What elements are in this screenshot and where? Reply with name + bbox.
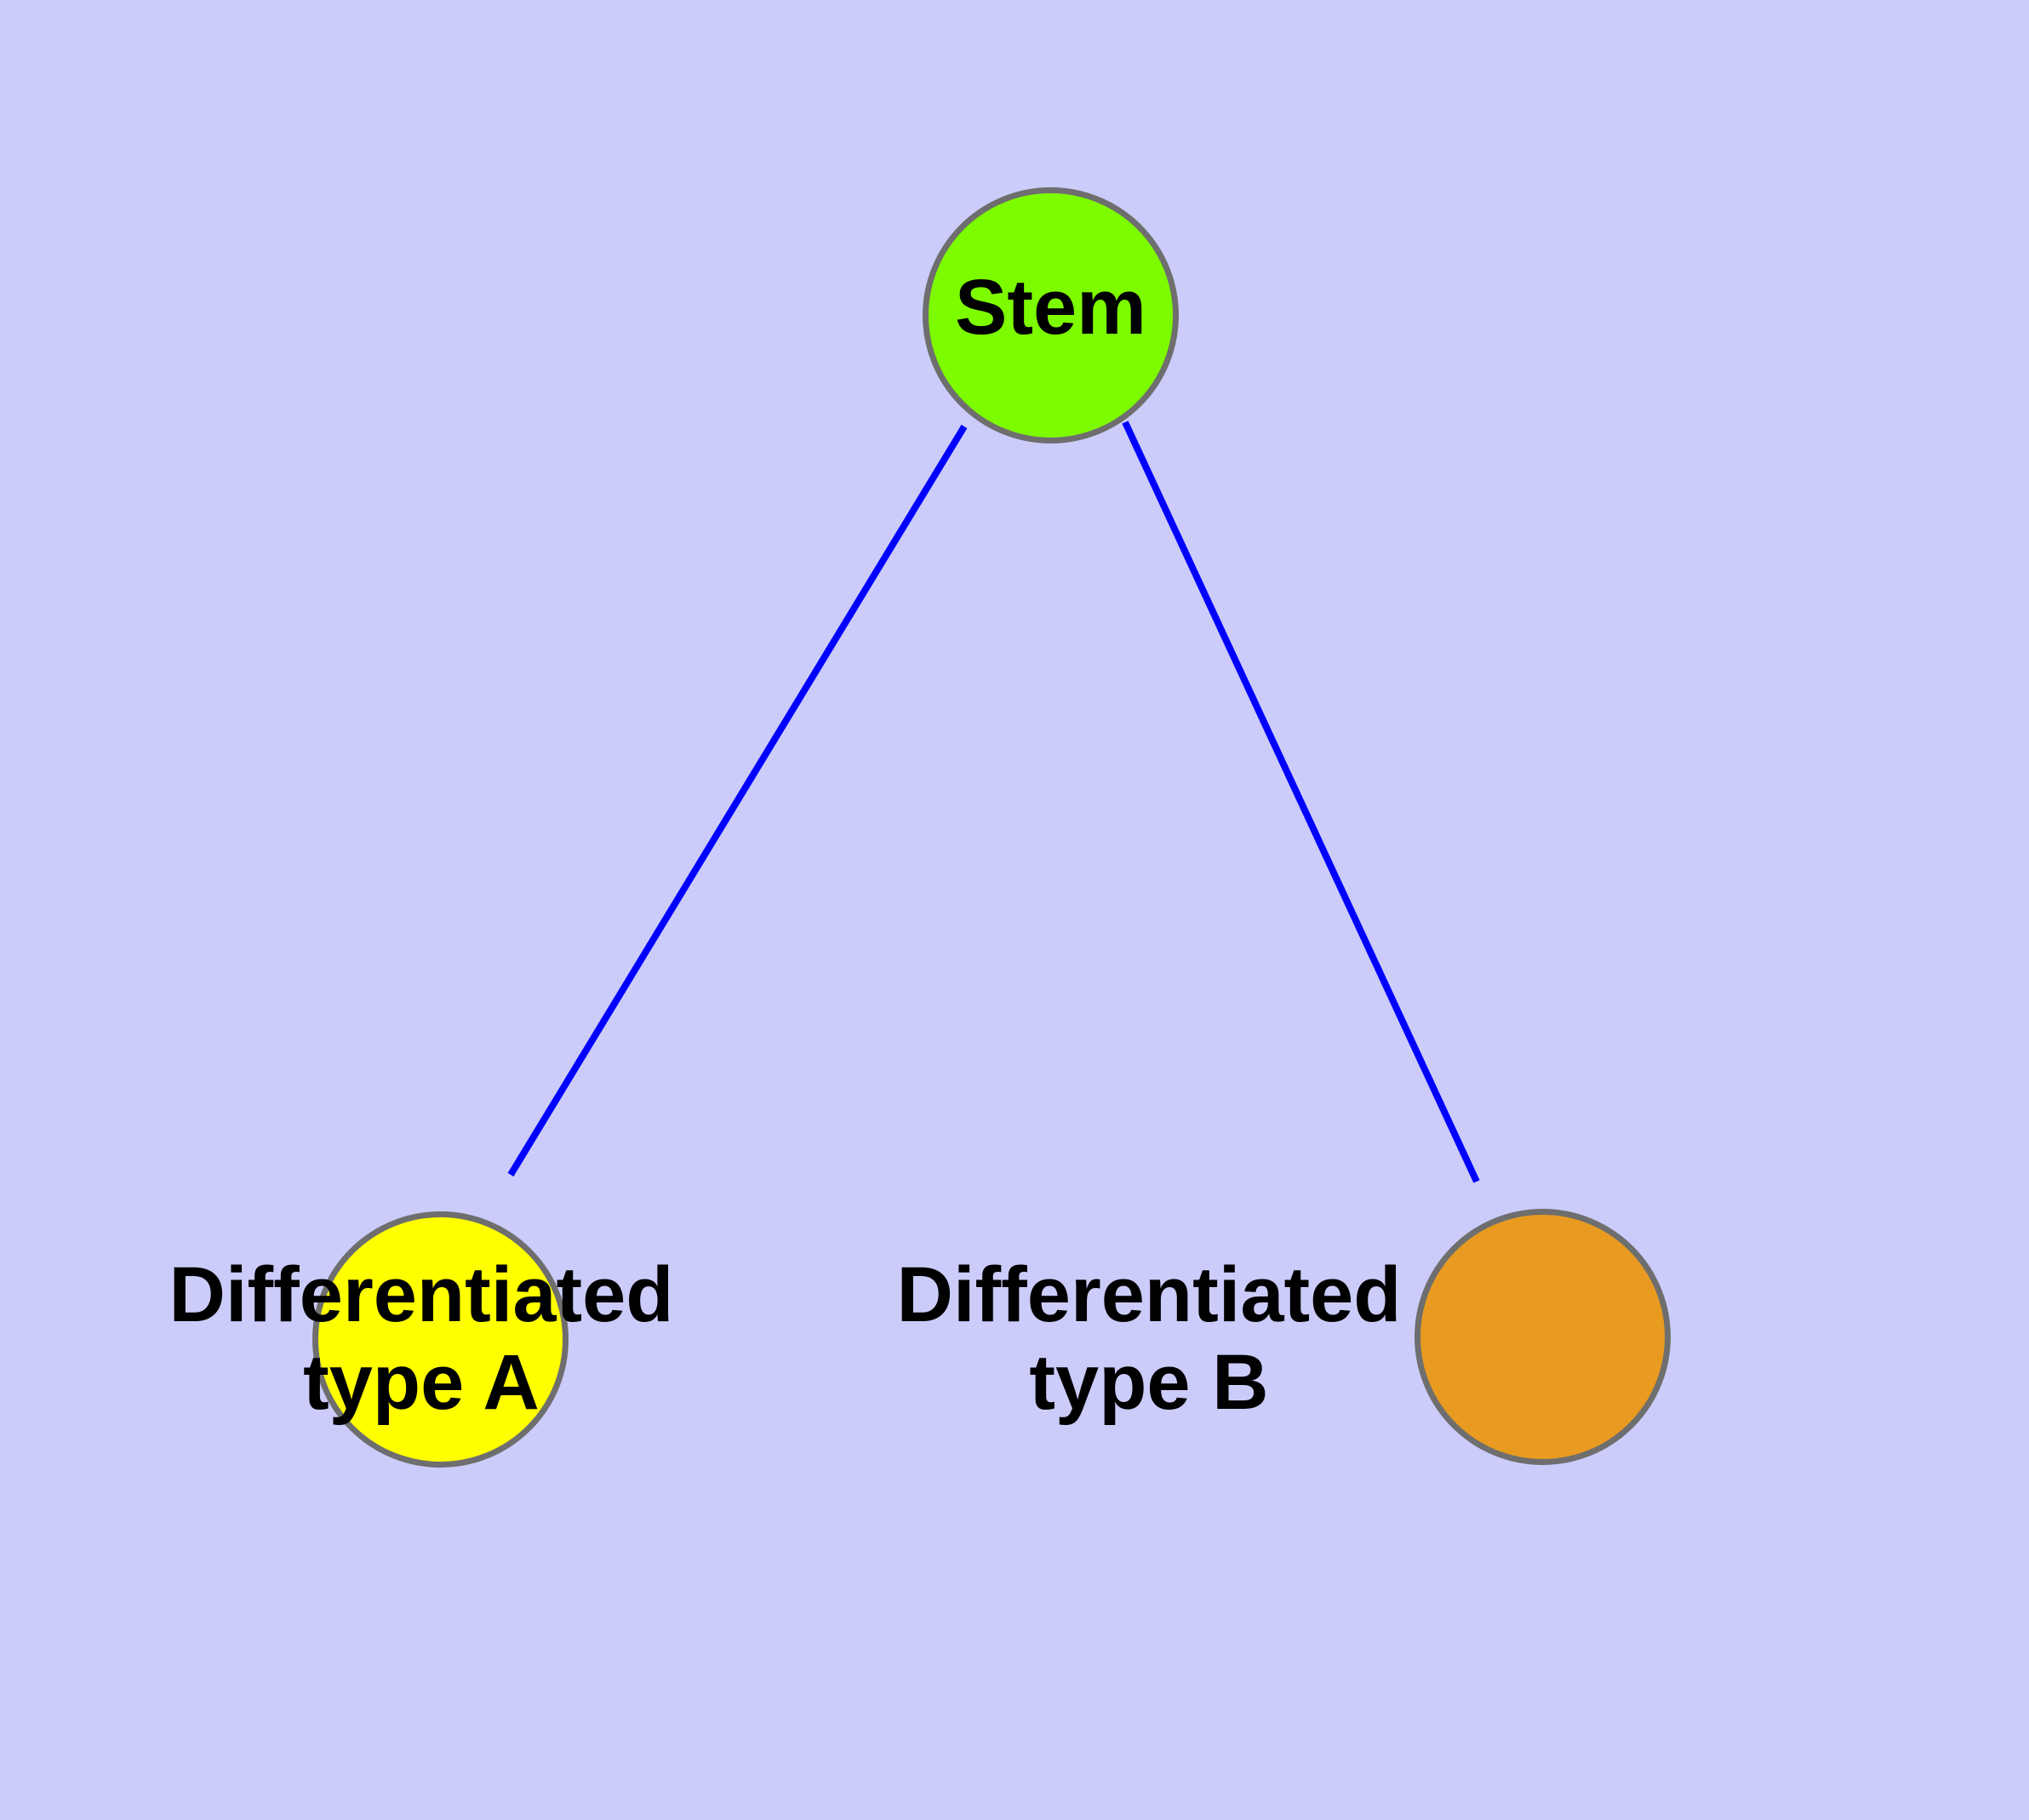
node-differentiated-type-a[interactable]: [312, 1211, 569, 1468]
node-stem[interactable]: [923, 187, 1179, 444]
edge-stem-to-differentiated-type-b: [1122, 421, 1480, 1183]
edge-stem-to-differentiated-type-a: [507, 424, 968, 1177]
node-differentiated-type-b[interactable]: [1415, 1209, 1671, 1465]
